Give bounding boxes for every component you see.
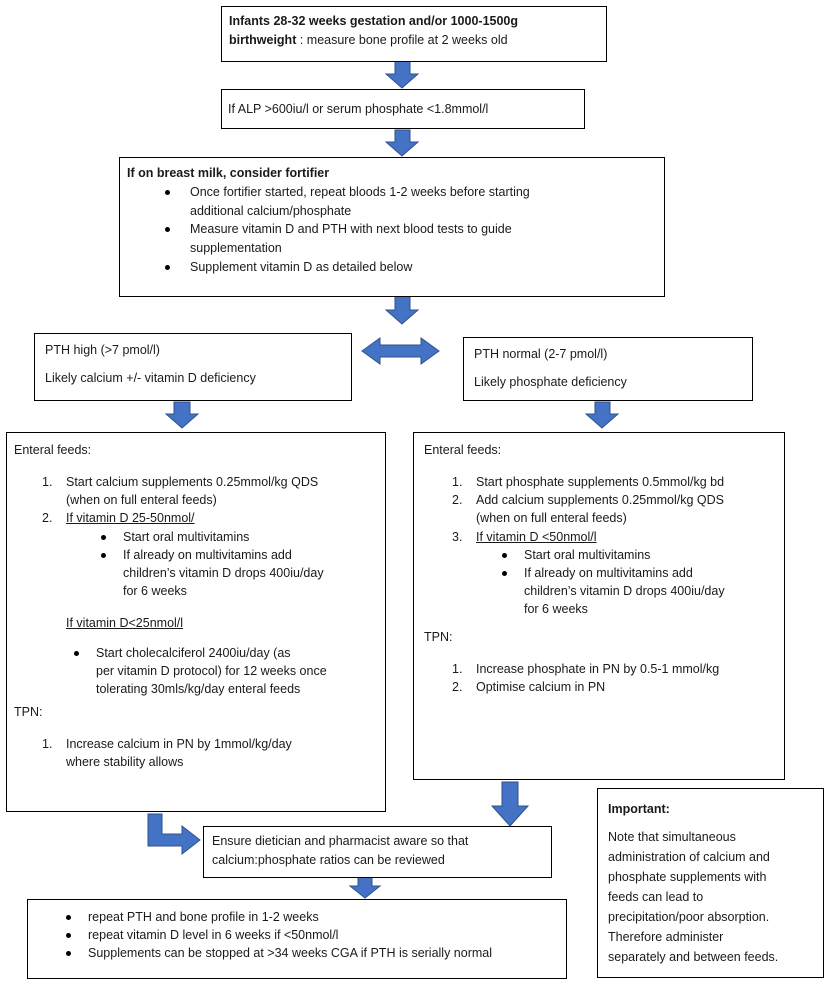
right-vitd-bullets: Start oral multivitamins If already on m… [502,546,784,619]
box-pth-normal: PTH normal (2-7 pmol/l) Likely phosphate… [463,337,753,401]
pth-high-desc: Likely calcium +/- vitamin D deficiency [45,371,256,386]
box-follow-up: repeat PTH and bone profile in 1-2 weeks… [27,899,567,979]
pth-normal-title: PTH normal (2-7 pmol/l) [474,347,608,361]
arrow-down-left [164,401,200,429]
eligibility-rest: : measure bone profile at 2 weeks old [296,32,508,47]
pth-high-title: PTH high (>7 pmol/l) [45,343,160,357]
eligibility-bold: birthweight [229,32,297,47]
arrow-down-right [584,401,620,429]
left-vitd-low-bullets: Start cholecalciferol 2400iu/day (as per… [74,644,385,698]
important-line-7: separately and between feeds. [608,950,779,964]
left-bullet-vitd-drops: If already on multivitamins add children… [101,546,385,600]
right-enteral-heading: Enteral feeds: [424,443,502,457]
important-line-3: phosphate supplements with [608,870,767,884]
right-item-2: 2. Add calcium supplements 0.25mmol/kg Q… [452,493,725,526]
box-dietician: Ensure dietician and pharmacist aware so… [203,826,552,878]
fortifier-bullet-3: Supplement vitamin D as detailed below [165,258,664,277]
box-alp-criteria: If ALP >600iu/l or serum phosphate <1.8m… [221,89,585,129]
right-vitd-heading: If vitamin D <50nmol/l [476,529,597,544]
important-heading: Important: [608,802,670,816]
follow-up-bullets: repeat PTH and bone profile in 1-2 weeks… [66,908,566,962]
left-vitd-low-heading: If vitamin D<25nmol/l [66,616,184,630]
dietician-line-1: Ensure dietician and pharmacist aware so… [212,834,469,848]
arrow-down-3 [384,295,420,325]
fortifier-bullets: Once fortifier started, repeat bloods 1-… [165,183,664,277]
box-pth-high: PTH high (>7 pmol/l) Likely calcium +/- … [34,333,352,401]
box-fortifier: If on breast milk, consider fortifier On… [119,157,665,297]
arrow-down-1 [384,60,420,89]
important-line-6: Therefore administer [608,930,724,944]
fortifier-bullet-1: Once fortifier started, repeat bloods 1-… [165,183,664,221]
right-tpn-item-2: 2. Optimise calcium in PN [452,680,606,695]
left-item-2: 2. If vitamin D 25-50nmol/ [14,509,385,527]
eligibility-line1: Infants 28-32 weeks gestation and/or 100… [229,14,519,28]
right-bullet-multivit: Start oral multivitamins [502,546,784,564]
arrow-down-2 [384,129,420,157]
fortifier-heading: If on breast milk, consider fortifier [127,166,330,180]
arrow-down-right-2 [490,781,530,827]
right-item-1: 1. Start phosphate supplements 0.5mmol/k… [452,475,725,490]
important-line-4: feeds can lead to [608,890,704,904]
important-line-2: administration of calcium and [608,850,770,864]
important-line-5: precipitation/poor absorption. [608,910,770,924]
right-item-3: 3. If vitamin D <50nmol/l [424,528,784,546]
double-arrow [361,337,440,365]
dietician-line-2: calcium:phosphate ratios can be reviewed [212,852,445,867]
arrow-down-final [348,876,382,899]
box-eligibility: Infants 28-32 weeks gestation and/or 100… [221,6,607,62]
follow-up-bullet-3: Supplements can be stopped at >34 weeks … [66,944,566,962]
right-tpn-heading: TPN: [424,630,453,645]
left-bullet-cholecalciferol: Start cholecalciferol 2400iu/day (as per… [74,644,385,698]
left-tpn-heading: TPN: [14,704,43,719]
pth-normal-desc: Likely phosphate deficiency [474,375,627,390]
box-high-pth-management: Enteral feeds: 1. Start calcium suppleme… [6,432,386,812]
fortifier-bullet-2: Measure vitamin D and PTH with next bloo… [165,220,664,258]
arrow-elbow-left [147,813,201,856]
important-line-1: Note that simultaneous [608,830,736,844]
left-bullet-multivit: Start oral multivitamins [101,528,385,546]
left-vitd-25-50-bullets: Start oral multivitamins If already on m… [101,528,385,601]
box-important-note: Important: Note that simultaneous admini… [597,788,824,978]
left-tpn-item-1: 1. Increase calcium in PN by 1mmol/kg/da… [42,736,292,769]
follow-up-bullet-2: repeat vitamin D level in 6 weeks if <50… [66,926,566,944]
alp-criteria-text: If ALP >600iu/l or serum phosphate <1.8m… [228,102,489,116]
box-normal-pth-management: Enteral feeds: 1. Start phosphate supple… [413,432,785,780]
right-tpn-item-1: 1. Increase phosphate in PN by 0.5-1 mmo… [452,662,720,677]
right-bullet-vitd-drops: If already on multivitamins add children… [502,564,784,618]
left-vitd-25-50-heading: If vitamin D 25-50nmol/ [66,511,195,526]
left-enteral-heading: Enteral feeds: [14,443,92,457]
follow-up-bullet-1: repeat PTH and bone profile in 1-2 weeks [66,908,566,926]
left-item-1: 1. Start calcium supplements 0.25mmol/kg… [42,475,319,508]
